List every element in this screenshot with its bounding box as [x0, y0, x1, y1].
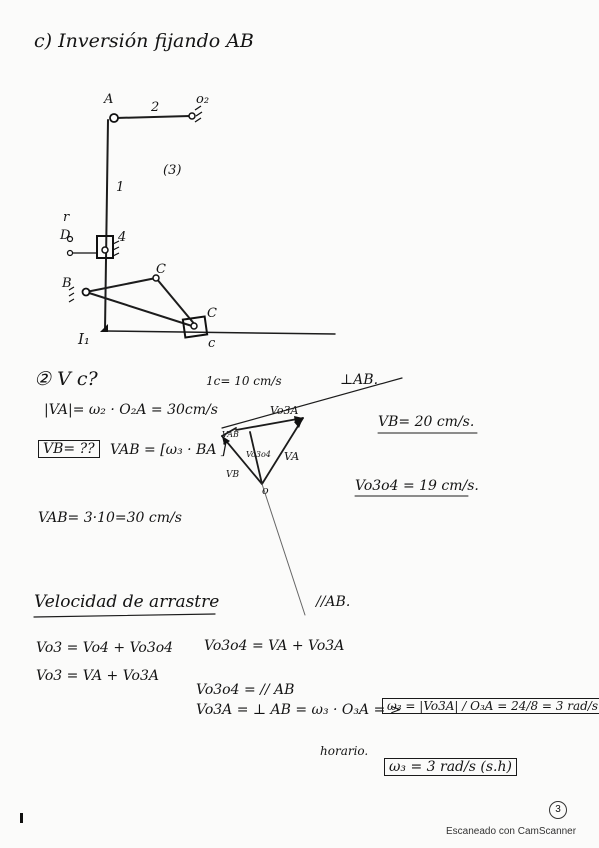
pin-d1 [66, 235, 74, 243]
vo3o4-value: Vo3o4 = 19 cm/s. [355, 478, 479, 494]
label-c-upper: C [156, 262, 166, 277]
drag-eq-1: Vo3 = Vo4 + Vo3o4 [36, 640, 174, 656]
ground-4 [112, 240, 120, 257]
polygon-label-vb: VB [226, 470, 240, 480]
ground-line [104, 330, 336, 335]
link-1 [104, 119, 109, 331]
velocity-heading: ② V c? [34, 368, 98, 390]
slider-4 [96, 235, 114, 259]
page-number: 3 [549, 801, 567, 819]
polygon-label-vo3a: Vo3A [270, 404, 299, 417]
pin-c [190, 322, 198, 330]
label-c: C [207, 306, 217, 321]
drag-underline [33, 613, 216, 618]
label-a: A [104, 92, 114, 107]
slider-c [181, 315, 209, 339]
vb-value: VB= 20 cm/s. [378, 414, 475, 430]
pin-4 [101, 246, 109, 254]
label-link-3: (3) [163, 163, 182, 178]
polygon-label-va: VA [284, 450, 300, 463]
label-c-small: c [208, 336, 216, 351]
polygon-label-origin: o [262, 484, 269, 497]
arrow-vb [222, 436, 230, 445]
link-bc [85, 291, 193, 327]
drag-eq-4: Vo3o4 = // AB [196, 682, 295, 698]
polygon-vo3a [235, 417, 304, 431]
perp-ab-note: ⊥AB. [340, 372, 379, 388]
scanner-watermark: Escaneado con CamScanner [446, 826, 577, 837]
drag-eq-5: Vo3A = ⊥ AB = ω₃ · O₃A = > [196, 702, 402, 718]
polygon-vo3o4 [249, 431, 263, 485]
polygon-vab [221, 427, 237, 437]
vab-equation: VAB = [ω₃ · BA ] [110, 442, 227, 458]
label-side-mark: r [63, 210, 70, 225]
arrow-va [294, 418, 303, 428]
label-d: D [60, 228, 71, 243]
label-o2: o₂ [196, 92, 210, 107]
label-link-4: 4 [118, 230, 127, 245]
arrow-vo3a [294, 416, 303, 423]
pin-o2 [188, 112, 196, 120]
omega-result: ω₃ = 3 rad/s (s.h) [384, 758, 517, 776]
perp-ab-line [221, 377, 403, 429]
section-title: c) Inversión fijando AB [34, 30, 254, 52]
scale-note: 1c= 10 cm/s [206, 374, 282, 388]
label-link-1: 1 [116, 180, 125, 195]
pin-a [109, 113, 119, 123]
label-i1: I₁ [78, 330, 90, 348]
vab-value: VAB= 3·10=30 cm/s [38, 510, 182, 526]
polygon-label-vab: VAB [222, 430, 239, 439]
pin-d2 [66, 249, 74, 257]
vb-unknown: VB= ?? [38, 440, 100, 458]
drag-eq-2: Vo3 = VA + Vo3A [36, 668, 159, 684]
label-b: B [62, 276, 72, 291]
link-b-cupper [85, 277, 157, 293]
drag-heading: Velocidad de arrastre [34, 592, 220, 612]
drag-eq-3: Vo3o4 = VA + Vo3A [204, 638, 345, 654]
link-2 [115, 115, 191, 119]
margin-mark [20, 813, 23, 823]
parallel-ab-note: //AB. [316, 594, 351, 610]
va-equation: |VA|= ω₂ · O₂A = 30cm/s [44, 402, 218, 418]
instant-center-i1 [100, 324, 108, 332]
ground-b [68, 286, 75, 303]
ground-o2 [194, 105, 203, 123]
polygon-va [261, 417, 304, 485]
polygon-label-vo3o4: Vo3o4 [246, 450, 271, 459]
parallel-ab-line [261, 483, 306, 616]
omega-calc: ω₃ = |Vo3A| / O₃A = 24/8 = 3 rad/s [382, 698, 599, 714]
pin-c-upper [152, 274, 160, 282]
horario-note: horario. [320, 744, 369, 758]
polygon-vb [221, 435, 263, 485]
pin-b [81, 287, 91, 297]
label-link-2: 2 [151, 100, 160, 115]
